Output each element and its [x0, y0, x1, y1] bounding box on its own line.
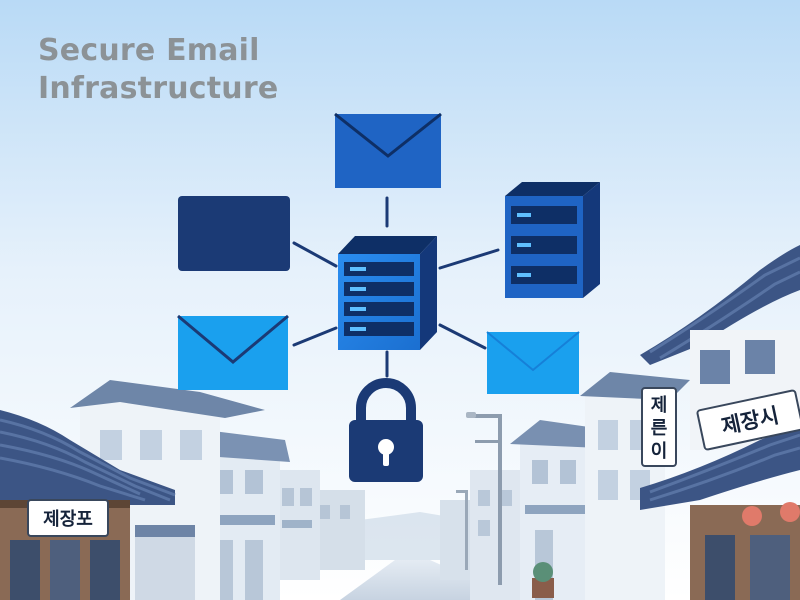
street-lamps [456, 412, 502, 585]
right-vertical-sign: 제 른 이 [641, 387, 677, 467]
title-line-1: Secure Email [38, 33, 260, 68]
secondary-server-icon [505, 182, 600, 298]
title-line-2: Infrastructure [38, 71, 279, 106]
left-sign-text: 제장포 [43, 509, 93, 530]
vertical-sign-char-2: 른 [651, 418, 668, 439]
network-connectors [292, 196, 500, 378]
left-buildings [0, 380, 365, 600]
right-buildings [440, 245, 800, 600]
envelope-icon-left-closed [178, 196, 290, 271]
page-title: Secure Email Infrastructure [38, 32, 278, 108]
envelope-icon-top [334, 112, 442, 188]
envelope-icon-left-open [177, 314, 289, 390]
right-horizontal-sign: 제장시 [696, 389, 800, 451]
lantern [742, 506, 762, 526]
vertical-sign-char-1: 제 [651, 395, 668, 416]
padlock-icon [349, 378, 423, 482]
envelope-icon-right [486, 331, 580, 394]
vertical-sign-char-3: 이 [651, 441, 668, 462]
lantern [780, 502, 800, 522]
central-server-icon [338, 236, 437, 350]
left-shop-sign: 제장포 [27, 499, 109, 537]
